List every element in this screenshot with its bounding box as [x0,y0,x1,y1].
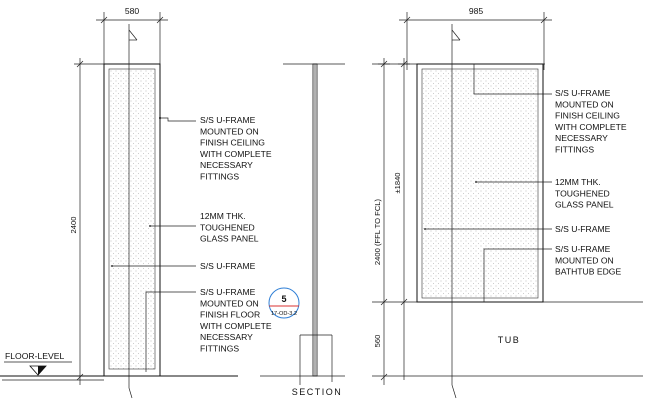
right-break-line [451,24,457,399]
left-elevation: 580 2400 S/S U-FRAME MOUNTED ON F [0,6,274,399]
section-marker-number: 5 [281,294,286,304]
right-height-dimensions: ±1840 2400 (FFL TO FCL) 560 [373,58,410,385]
right-width-dimension: 985 [399,6,552,70]
left-note-floor-frame: S/S U-FRAME MOUNTED ON FINISH FLOOR WITH… [200,287,274,354]
left-note-ceiling-frame: S/S U-FRAME MOUNTED ON FINISH CEILING WI… [200,115,274,182]
section-callout-marker: 5 17-OD-3.2 [268,287,300,319]
right-note-bathtub-frame: S/S U-FRAME MOUNTED ON BATHTUB EDGE [555,244,621,277]
right-note-ceiling-frame: S/S U-FRAME MOUNTED ON FINISH CEILING WI… [555,88,629,155]
right-height-total: 2400 (FFL TO FCL) [373,198,382,265]
right-outer-frame [416,63,544,303]
left-width-dimension: 580 [96,6,168,70]
floor-level-label: FLOOR-LEVEL [5,351,64,361]
right-note-glass-panel: 12MM THK. TOUGHENED GLASS PANEL [555,177,614,210]
right-note-u-frame: S/S U-FRAME [555,224,611,234]
left-break-line [128,24,133,399]
right-height-lower: 560 [373,335,382,348]
section-label: SECTION [292,387,343,397]
right-elevation: 985 ±1840 2400 (FFL TO FCL) 560 [372,6,643,399]
tub-label: TUB [498,335,521,345]
section-marker-ref: 17-OD-3.2 [271,311,297,317]
left-height-value: 2400 [69,217,78,234]
left-glass-panel [108,68,156,370]
right-height-upper: ±1840 [393,172,402,193]
left-width-value: 580 [125,6,140,16]
section-view: 5 17-OD-3.2 SECTION [260,63,345,397]
right-glass-panel [421,68,539,299]
right-width-value: 985 [469,6,484,16]
floor-level-marker: FLOOR-LEVEL [4,351,72,376]
left-note-u-frame: S/S U-FRAME [200,261,256,271]
left-note-glass-panel: 12MM THK. TOUGHENED GLASS PANEL [200,211,259,244]
